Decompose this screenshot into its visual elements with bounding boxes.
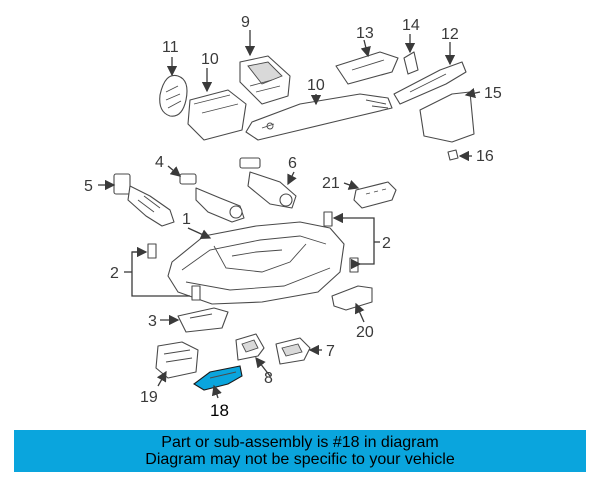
part-20-bracket[interactable] (331, 285, 373, 323)
part-19-housing[interactable] (155, 341, 199, 387)
exploded-parts-diagram: 11 10 9 10 13 (84, 14, 502, 420)
part-9-housing[interactable] (187, 68, 247, 141)
part-17-pin[interactable] (447, 149, 472, 162)
part-3-bracket[interactable] (160, 307, 229, 333)
callout-4: 4 (155, 154, 164, 171)
callout-14: 13 (356, 25, 374, 42)
callout-13: 11 (162, 39, 179, 56)
part-6-motor[interactable] (239, 157, 297, 209)
part-2-bolts-left[interactable] (124, 243, 201, 301)
callout-8: 8 (264, 370, 273, 387)
part-4-motor[interactable] (167, 165, 245, 223)
callout-17: 16 (476, 148, 494, 165)
part-15-clip[interactable] (403, 34, 419, 75)
part-10-bracket[interactable] (239, 30, 291, 105)
part-2-bolts-right[interactable] (323, 211, 380, 273)
part-21-bracket[interactable] (343, 180, 397, 209)
part-18-highlighted[interactable] (193, 365, 243, 399)
callout-20: 20 (356, 324, 374, 341)
callout-12: 12 (441, 26, 459, 43)
part-11-rail[interactable] (245, 93, 393, 141)
part-5-motor[interactable] (98, 173, 175, 227)
callout-11: 10 (307, 77, 325, 94)
part-12-track[interactable] (393, 42, 467, 105)
callout-10: 9 (241, 14, 250, 31)
callout-18: 18 (210, 401, 229, 420)
callout-21: 21 (322, 175, 340, 192)
part-16-panel[interactable] (419, 88, 481, 143)
callout-2-right: 2 (382, 235, 391, 252)
part-1-seat-frame[interactable] (167, 221, 345, 305)
callout-19: 19 (140, 389, 158, 406)
callout-2-left: 2 (110, 265, 119, 282)
callout-7: 7 (326, 343, 335, 360)
callout-3: 3 (148, 313, 157, 330)
banner-line-1: Part or sub-assembly is #18 in diagram (161, 434, 439, 451)
part-8-switch[interactable] (235, 333, 271, 377)
part-7-switch[interactable] (275, 337, 322, 365)
callout-1: 1 (182, 211, 191, 228)
part-14-bracket[interactable] (335, 39, 399, 85)
callout-9: 10 (201, 51, 219, 68)
part-13-cover[interactable] (159, 57, 188, 117)
callout-16: 15 (484, 85, 502, 102)
callout-6: 6 (288, 155, 297, 172)
banner-line-2: Diagram may not be specific to your vehi… (145, 451, 455, 468)
callout-15: 14 (402, 17, 420, 34)
callout-5: 5 (84, 178, 93, 195)
info-banner: Part or sub-assembly is #18 in diagram D… (14, 430, 586, 472)
